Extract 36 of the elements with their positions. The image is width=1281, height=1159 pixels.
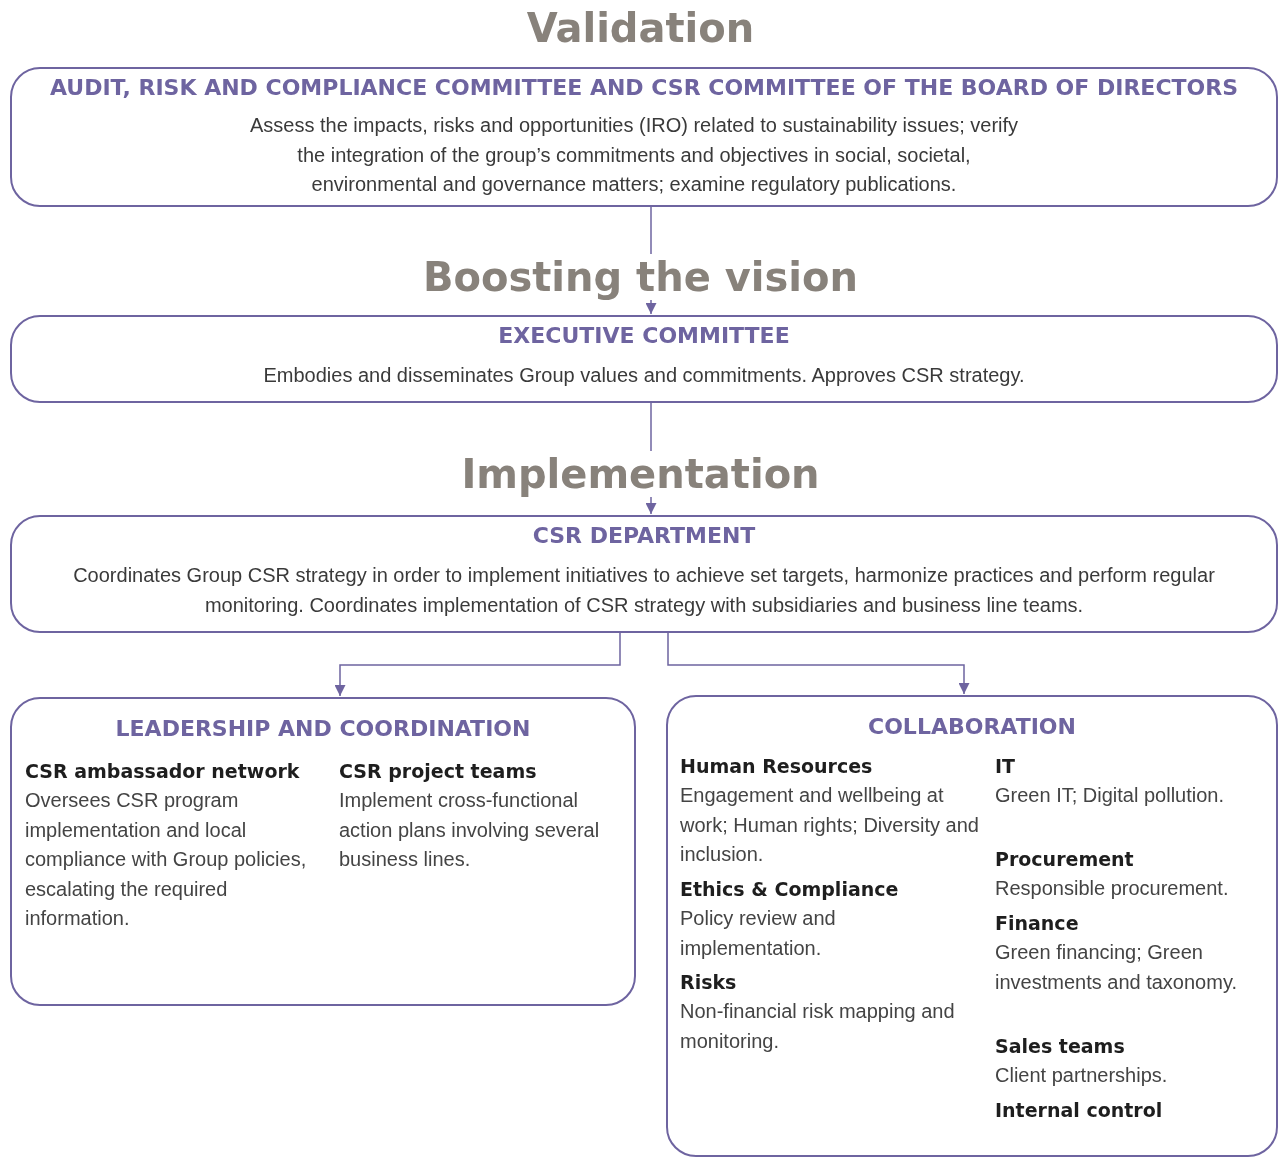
item-title: Human Resources	[680, 755, 873, 777]
box-heading: COLLABORATION	[868, 714, 1076, 739]
item-title: IT	[995, 755, 1016, 777]
item-title: Internal control	[995, 1099, 1163, 1121]
box-heading: EXECUTIVE COMMITTEE	[498, 323, 790, 348]
group-box	[10, 67, 1278, 207]
arrow	[645, 206, 657, 315]
item-title: Finance	[995, 912, 1079, 934]
item-description: Green IT; Digital pollution.	[995, 784, 1224, 806]
item-description: Oversees CSR program implementation and local compliance with Group policies, escalating the required information.	[25, 789, 307, 929]
item-description: Green financing; Green investments and taxonomy.	[995, 941, 1237, 993]
arrow	[645, 402, 657, 515]
box-heading: AUDIT, RISK AND COMPLIANCE COMMITTEE AND CSR COMMITTEE OF THE BOARD OF DIRECTORS	[49, 75, 1239, 100]
item-description: Client partnerships.	[995, 1064, 1168, 1086]
box-description: Assess the impacts, risks and opportunities (IRO) related to sustainability issues; verify the integration of the group’s commitments and objectives in social, societal, environmental and governance matters; examine regulatory publications.	[249, 114, 1019, 195]
group-box	[10, 515, 1278, 633]
box-heading: CSR DEPARTMENT	[532, 523, 756, 548]
item-title: CSR ambassador network	[25, 760, 300, 782]
arrow	[334, 632, 621, 697]
box-description: Embodies and disseminates Group values and commitments. Approves CSR strategy.	[263, 364, 1025, 386]
group-box	[10, 315, 1278, 403]
item-title: Procurement	[995, 848, 1134, 870]
item-description: Implement cross-functional action plans involving several business lines.	[339, 789, 600, 870]
box-heading: LEADERSHIP AND COORDINATION	[115, 716, 531, 741]
arrow	[667, 632, 970, 695]
item-description: Non-financial risk mapping and monitoring.	[680, 1000, 955, 1052]
item-title: Risks	[680, 971, 737, 993]
item-description: Engagement and wellbeing at work; Human rights; Diversity and inclusion.	[680, 784, 979, 865]
group-box	[10, 697, 636, 1006]
item-title: Ethics & Compliance	[680, 878, 899, 900]
item-description: Responsible procurement.	[995, 877, 1229, 899]
item-title: CSR project teams	[339, 760, 537, 782]
box-description: Coordinates Group CSR strategy in order to implement initiatives to achieve set targets, harmonize practices and perform regular monitoring. Coordinates implementation of CSR strategy with subsidiaries and business line teams.	[73, 564, 1215, 616]
group-box	[666, 695, 1278, 1157]
item-description: Policy review and implementation.	[680, 907, 836, 959]
item-title: Sales teams	[995, 1035, 1125, 1057]
